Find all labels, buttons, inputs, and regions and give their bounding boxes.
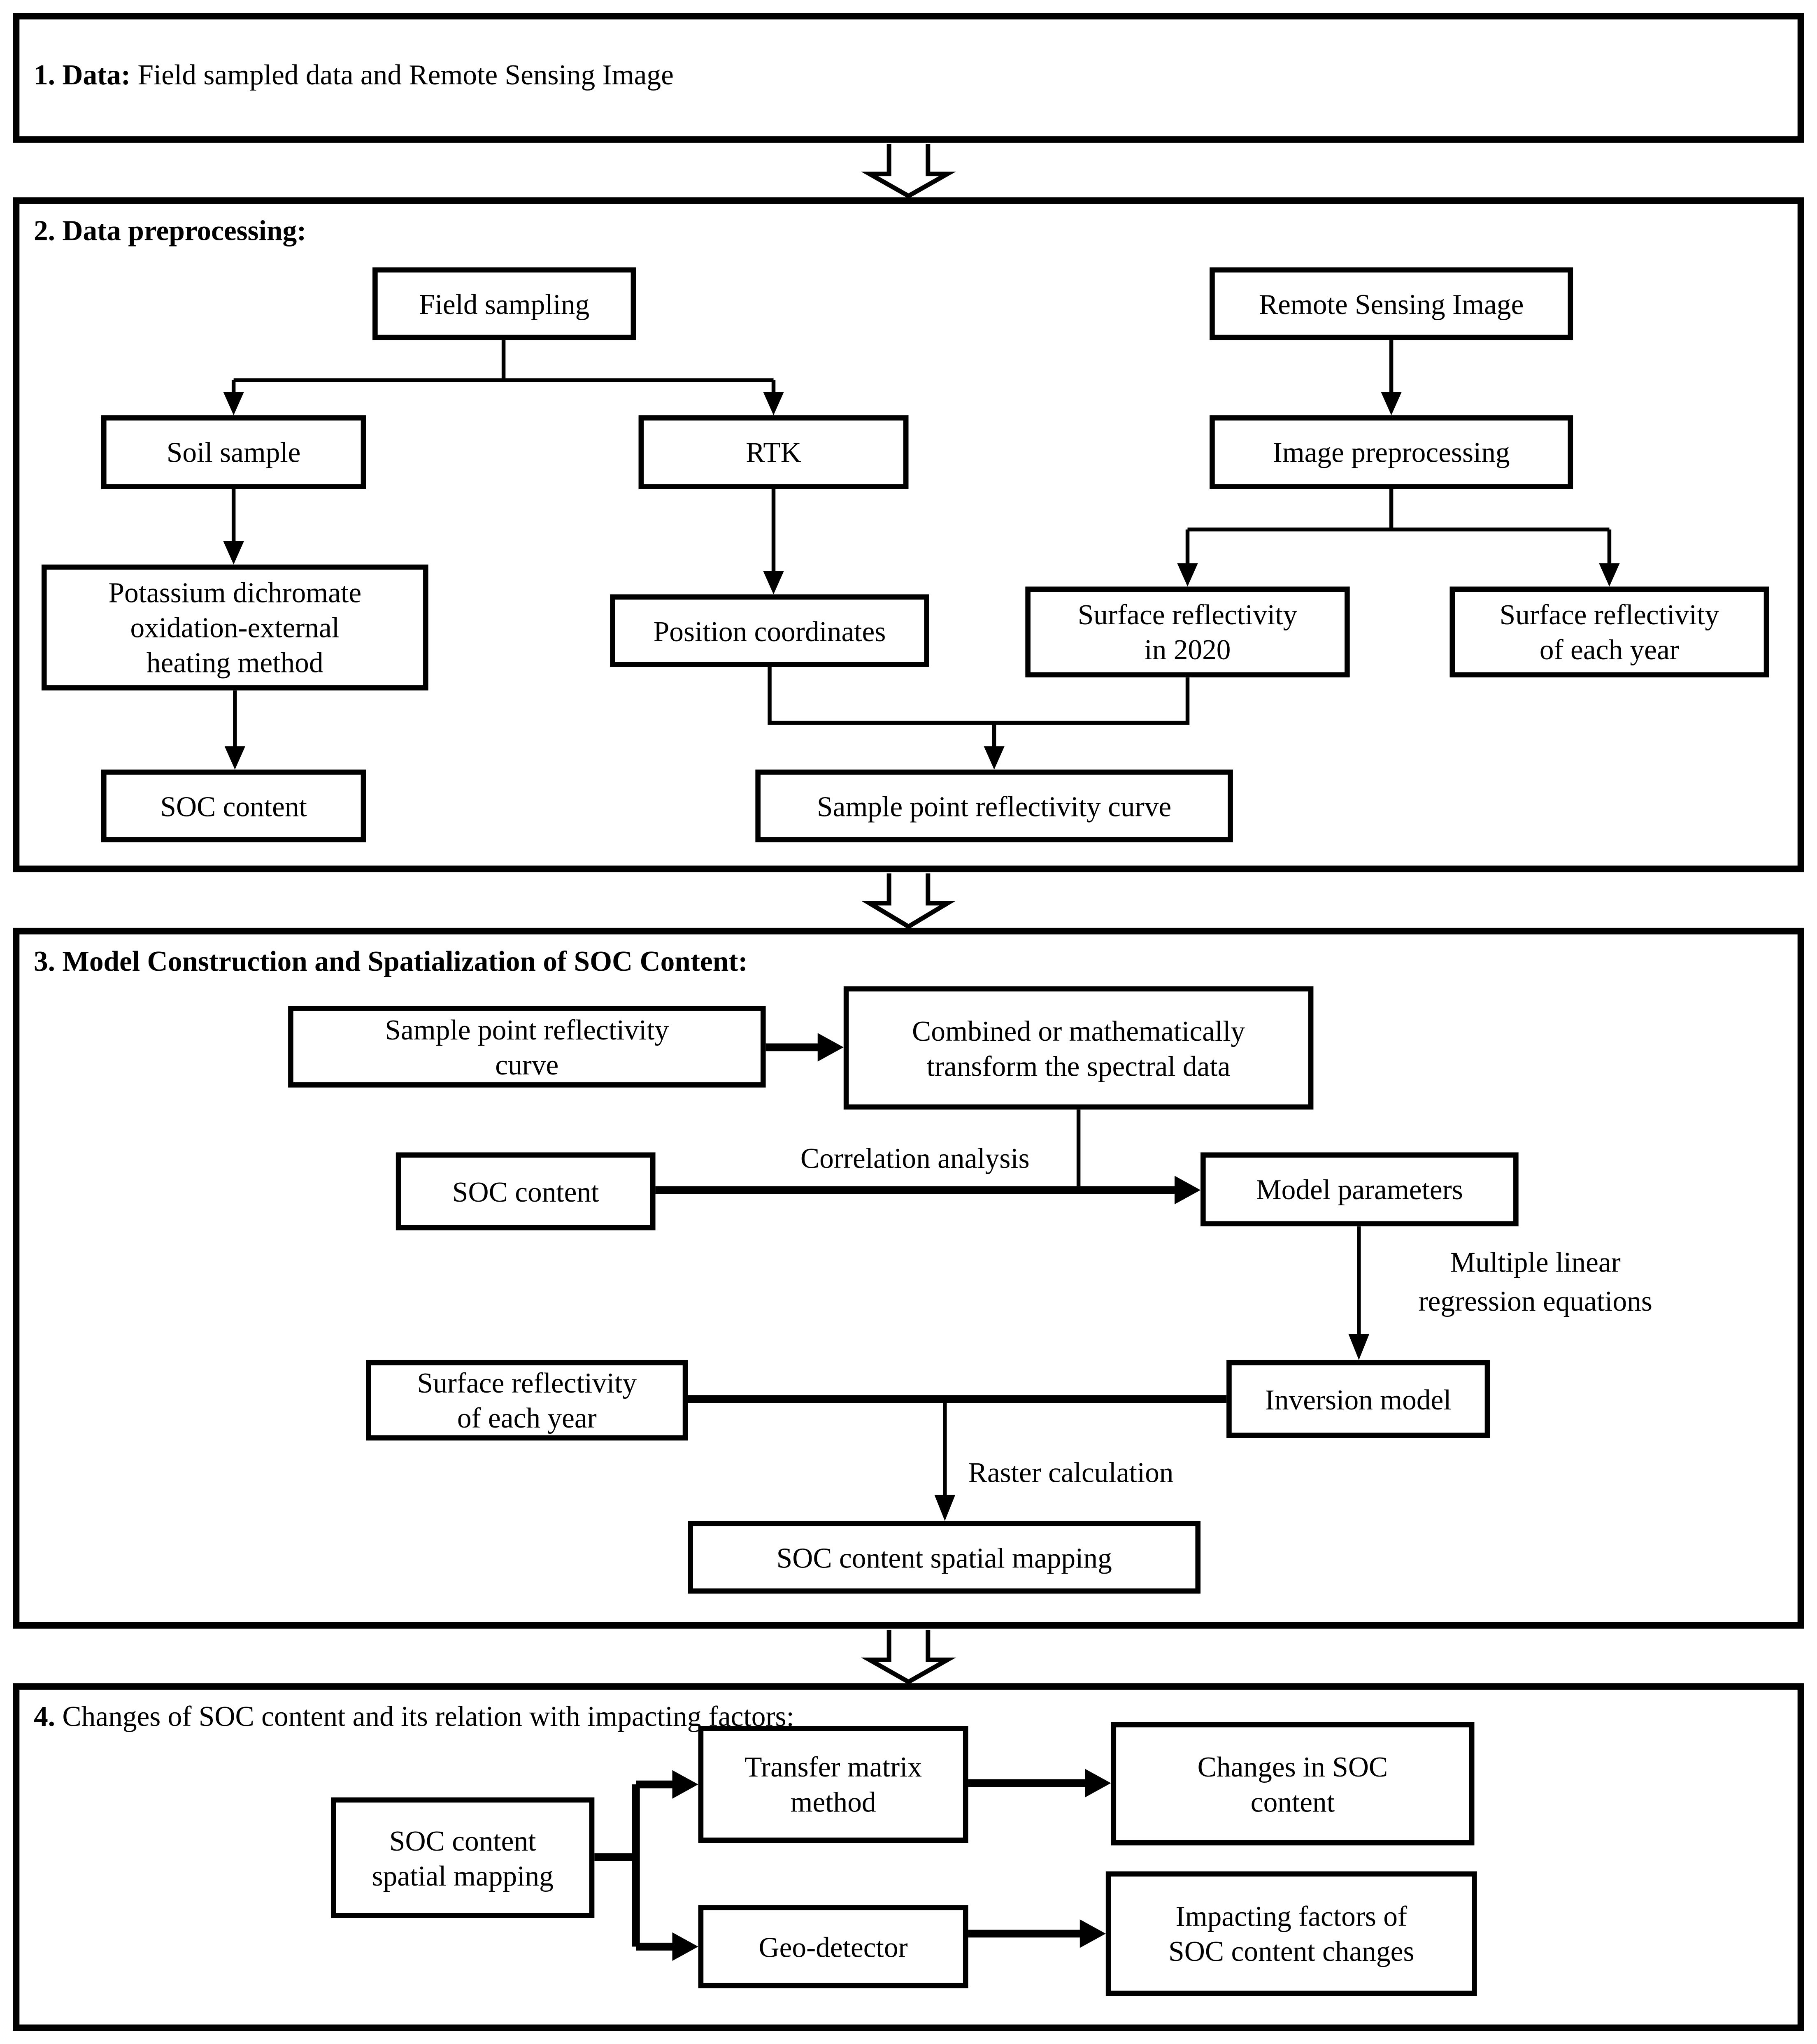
node-potassium-dichromate-method: Potassium dichromate oxidation-external …	[41, 564, 428, 691]
arrowhead	[1599, 563, 1620, 587]
connector-line	[594, 1780, 675, 1951]
node-geo-detector: Geo-detector	[698, 1905, 968, 1988]
node-surface-reflectivity-each-year: Surface reflectivity of each year	[1449, 586, 1769, 678]
node-soc-content-s3: SOC content	[396, 1152, 656, 1230]
node-remote-sensing-image: Remote Sensing Image	[1210, 267, 1573, 340]
node-sample-point-reflectivity-curve-s3: Sample point reflectivity curve	[288, 1006, 766, 1088]
node-image-preprocessing: Image preprocessing	[1210, 415, 1573, 489]
section-flow-arrows	[861, 144, 956, 1685]
edge-label-raster-calculation: Raster calculation	[968, 1456, 1174, 1489]
section-3-title-bold: 3. Model Construction and Spatialization…	[33, 944, 748, 977]
edge-label-correlation-analysis: Correlation analysis	[800, 1142, 1030, 1174]
arrowhead	[1177, 563, 1198, 587]
node-surface-reflectivity-each-year-s3: Surface reflectivity of each year	[366, 1360, 688, 1441]
node-position-coordinates: Position coordinates	[610, 594, 929, 667]
arrowhead	[223, 541, 244, 565]
node-soil-sample: Soil sample	[101, 415, 366, 489]
arrowhead	[984, 746, 1005, 770]
section-1-title-bold: 1. Data:	[33, 58, 131, 91]
arrowheads-section-4	[672, 1769, 1111, 1961]
section-2-title-bold: 2. Data preprocessing:	[33, 214, 307, 247]
arrowhead	[672, 1932, 698, 1961]
arrowhead	[1348, 1334, 1370, 1360]
arrowhead	[763, 392, 784, 416]
section-1-data	[13, 13, 1804, 143]
connector-line	[233, 340, 774, 382]
section-1-title-rest: Field sampled data and Remote Sensing Im…	[130, 58, 674, 91]
section-flow-arrow-1	[861, 144, 956, 199]
arrowhead	[672, 1770, 698, 1799]
node-soc-content-spatial-mapping-s4: SOC content spatial mapping	[331, 1797, 595, 1918]
node-soc-content-spatial-mapping-s3: SOC content spatial mapping	[688, 1521, 1201, 1594]
section-3-title: 3. Model Construction and Spatialization…	[34, 944, 748, 980]
node-impacting-factors: Impacting factors of SOC content changes	[1105, 1871, 1477, 1996]
node-rtk: RTK	[638, 415, 909, 489]
arrowhead	[1079, 1919, 1106, 1948]
node-model-parameters: Model parameters	[1200, 1152, 1519, 1227]
connector-line	[1187, 489, 1610, 532]
node-combined-transform: Combined or mathematically transform the…	[843, 986, 1314, 1110]
node-transfer-matrix-method: Transfer matrix method	[698, 1726, 968, 1843]
section-4-title-bold: 4.	[33, 1700, 56, 1733]
section-1-title: 1. Data: Field sampled data and Remote S…	[34, 57, 674, 93]
arrowhead	[934, 1495, 956, 1521]
arrowhead	[224, 746, 246, 770]
arrowhead	[223, 392, 244, 416]
arrowhead	[763, 571, 784, 595]
section-flow-arrow-2	[861, 873, 956, 930]
section-4-title: 4. Changes of SOC content and its relati…	[34, 1699, 794, 1735]
node-inversion-model: Inversion model	[1226, 1360, 1490, 1438]
section-2-title: 2. Data preprocessing:	[34, 213, 306, 249]
node-changes-in-soc-content: Changes in SOC content	[1111, 1722, 1475, 1846]
node-field-sampling: Field sampling	[372, 267, 636, 340]
arrowhead	[1174, 1176, 1201, 1205]
connector-line	[768, 667, 1190, 725]
section-4-title-rest: Changes of SOC content and its relation …	[55, 1700, 794, 1733]
edge-label-multiple-linear-regression: Multiple linear regression equations	[1418, 1246, 1652, 1317]
node-sample-point-reflectivity-curve: Sample point reflectivity curve	[755, 770, 1233, 842]
connectors-section-2	[231, 340, 1612, 750]
node-soc-content: SOC content	[101, 770, 366, 842]
arrowheads-section-2	[223, 392, 1620, 770]
connectors-section-4	[594, 1779, 1088, 1951]
arrowhead	[817, 1033, 844, 1062]
connectors-section-3	[655, 1033, 1370, 1521]
section-flow-arrow-3	[861, 1630, 956, 1685]
node-surface-reflectivity-2020: Surface reflectivity in 2020	[1025, 586, 1350, 678]
arrowhead	[1085, 1769, 1111, 1798]
arrowhead	[1381, 392, 1402, 416]
